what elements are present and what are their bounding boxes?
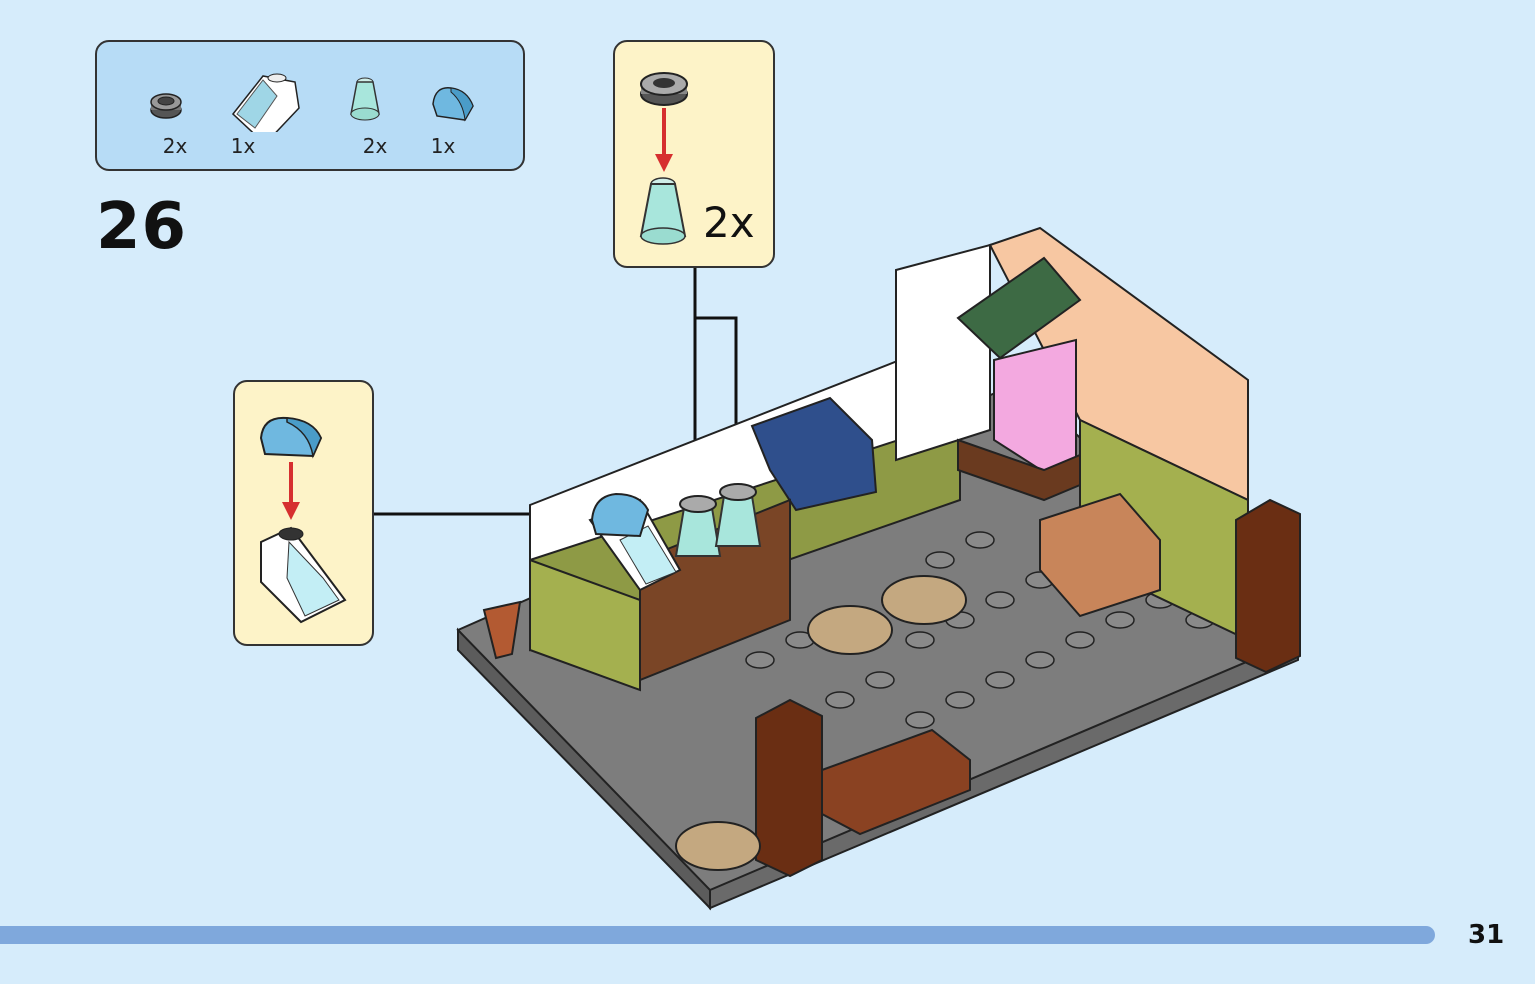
round-tile (675, 821, 761, 871)
blue-cash-register (750, 396, 878, 512)
part-qty: 2x (362, 134, 388, 158)
curved-slope-blue-icon (432, 87, 474, 122)
part-qty: 1x (430, 134, 456, 158)
slope-assembly-icon (259, 416, 347, 624)
brown-pillar (1235, 498, 1301, 674)
round-table (881, 575, 967, 625)
brown-counter (957, 438, 1081, 502)
callout-multiplier: 2x (703, 198, 755, 247)
round-table (807, 605, 893, 655)
callout-slope-assembly (233, 380, 374, 646)
part-qty: 1x (230, 134, 256, 158)
curved-slope-blue-icon (590, 492, 650, 538)
transparent-cone-icon (350, 77, 380, 121)
callout-leader-line (693, 268, 738, 445)
part-item: 1x (225, 62, 305, 162)
step-number: 26 (96, 190, 188, 264)
part-item: 1x (425, 62, 505, 162)
progress-bar (0, 926, 1435, 944)
callout-cone-assembly: 2x (613, 40, 775, 268)
parts-list-box: 2x 1x 2x 1x (95, 40, 525, 171)
part-item: 2x (345, 62, 425, 162)
window-frame (895, 243, 991, 462)
cone-assembly-icon (639, 72, 688, 245)
cone-pair (674, 483, 762, 557)
brown-wall (821, 728, 971, 836)
brown-pillar (755, 698, 823, 878)
part-qty: 2x (162, 134, 188, 158)
green-awning (956, 256, 1082, 360)
sink-cabinet (1039, 492, 1161, 618)
round-plate-dark-grey-icon (150, 93, 182, 119)
plant-pot (482, 600, 522, 660)
printed-slope-white-icon (231, 73, 300, 132)
page-number: 31 (1468, 920, 1505, 950)
part-item: 2x (145, 62, 225, 162)
